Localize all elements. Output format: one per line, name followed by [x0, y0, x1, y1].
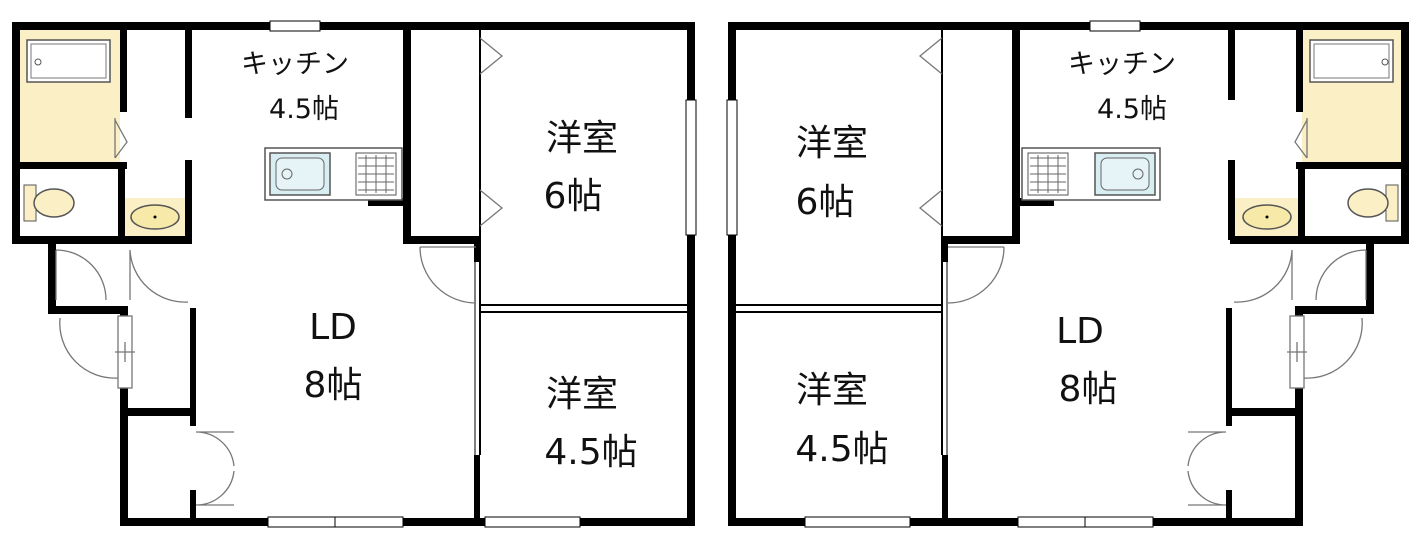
kitchen-name-right: キッチン — [1068, 49, 1176, 80]
room-a-name-left: 洋室 — [546, 118, 618, 159]
kitchen-counter — [1021, 147, 1161, 201]
unit-left: キッチン 4.5帖 LD 8帖 洋室 6帖 洋室 4.5帖 — [12, 20, 697, 528]
wash-basin — [1242, 204, 1292, 230]
room-b-size-right: 4.5帖 — [795, 429, 888, 470]
toilet-fixture — [1347, 184, 1399, 222]
ld-name-left: LD — [309, 307, 357, 348]
room-b-size-left: 4.5帖 — [544, 432, 637, 473]
toilet-fixture — [23, 184, 75, 222]
kitchen-size-left: 4.5帖 — [269, 94, 339, 125]
kitchen-name-left: キッチン — [241, 49, 349, 80]
bathtub — [1309, 39, 1394, 83]
room-a-name-right: 洋室 — [796, 123, 868, 164]
room-a-size-right: 6帖 — [796, 182, 855, 223]
room-a-size-left: 6帖 — [544, 176, 603, 217]
wash-basin — [130, 204, 180, 230]
ld-size-right: 8帖 — [1059, 369, 1118, 410]
ld-name-right: LD — [1056, 311, 1104, 352]
ld-size-left: 8帖 — [304, 365, 363, 406]
kitchen-size-right: 4.5帖 — [1097, 94, 1167, 125]
room-b-name-right: 洋室 — [796, 370, 868, 411]
kitchen-counter — [264, 147, 403, 201]
unit-right: キッチン 4.5帖 LD 8帖 洋室 6帖 洋室 4.5帖 — [726, 20, 1409, 528]
room-b-name-left: 洋室 — [546, 374, 618, 415]
bathtub — [26, 39, 111, 83]
